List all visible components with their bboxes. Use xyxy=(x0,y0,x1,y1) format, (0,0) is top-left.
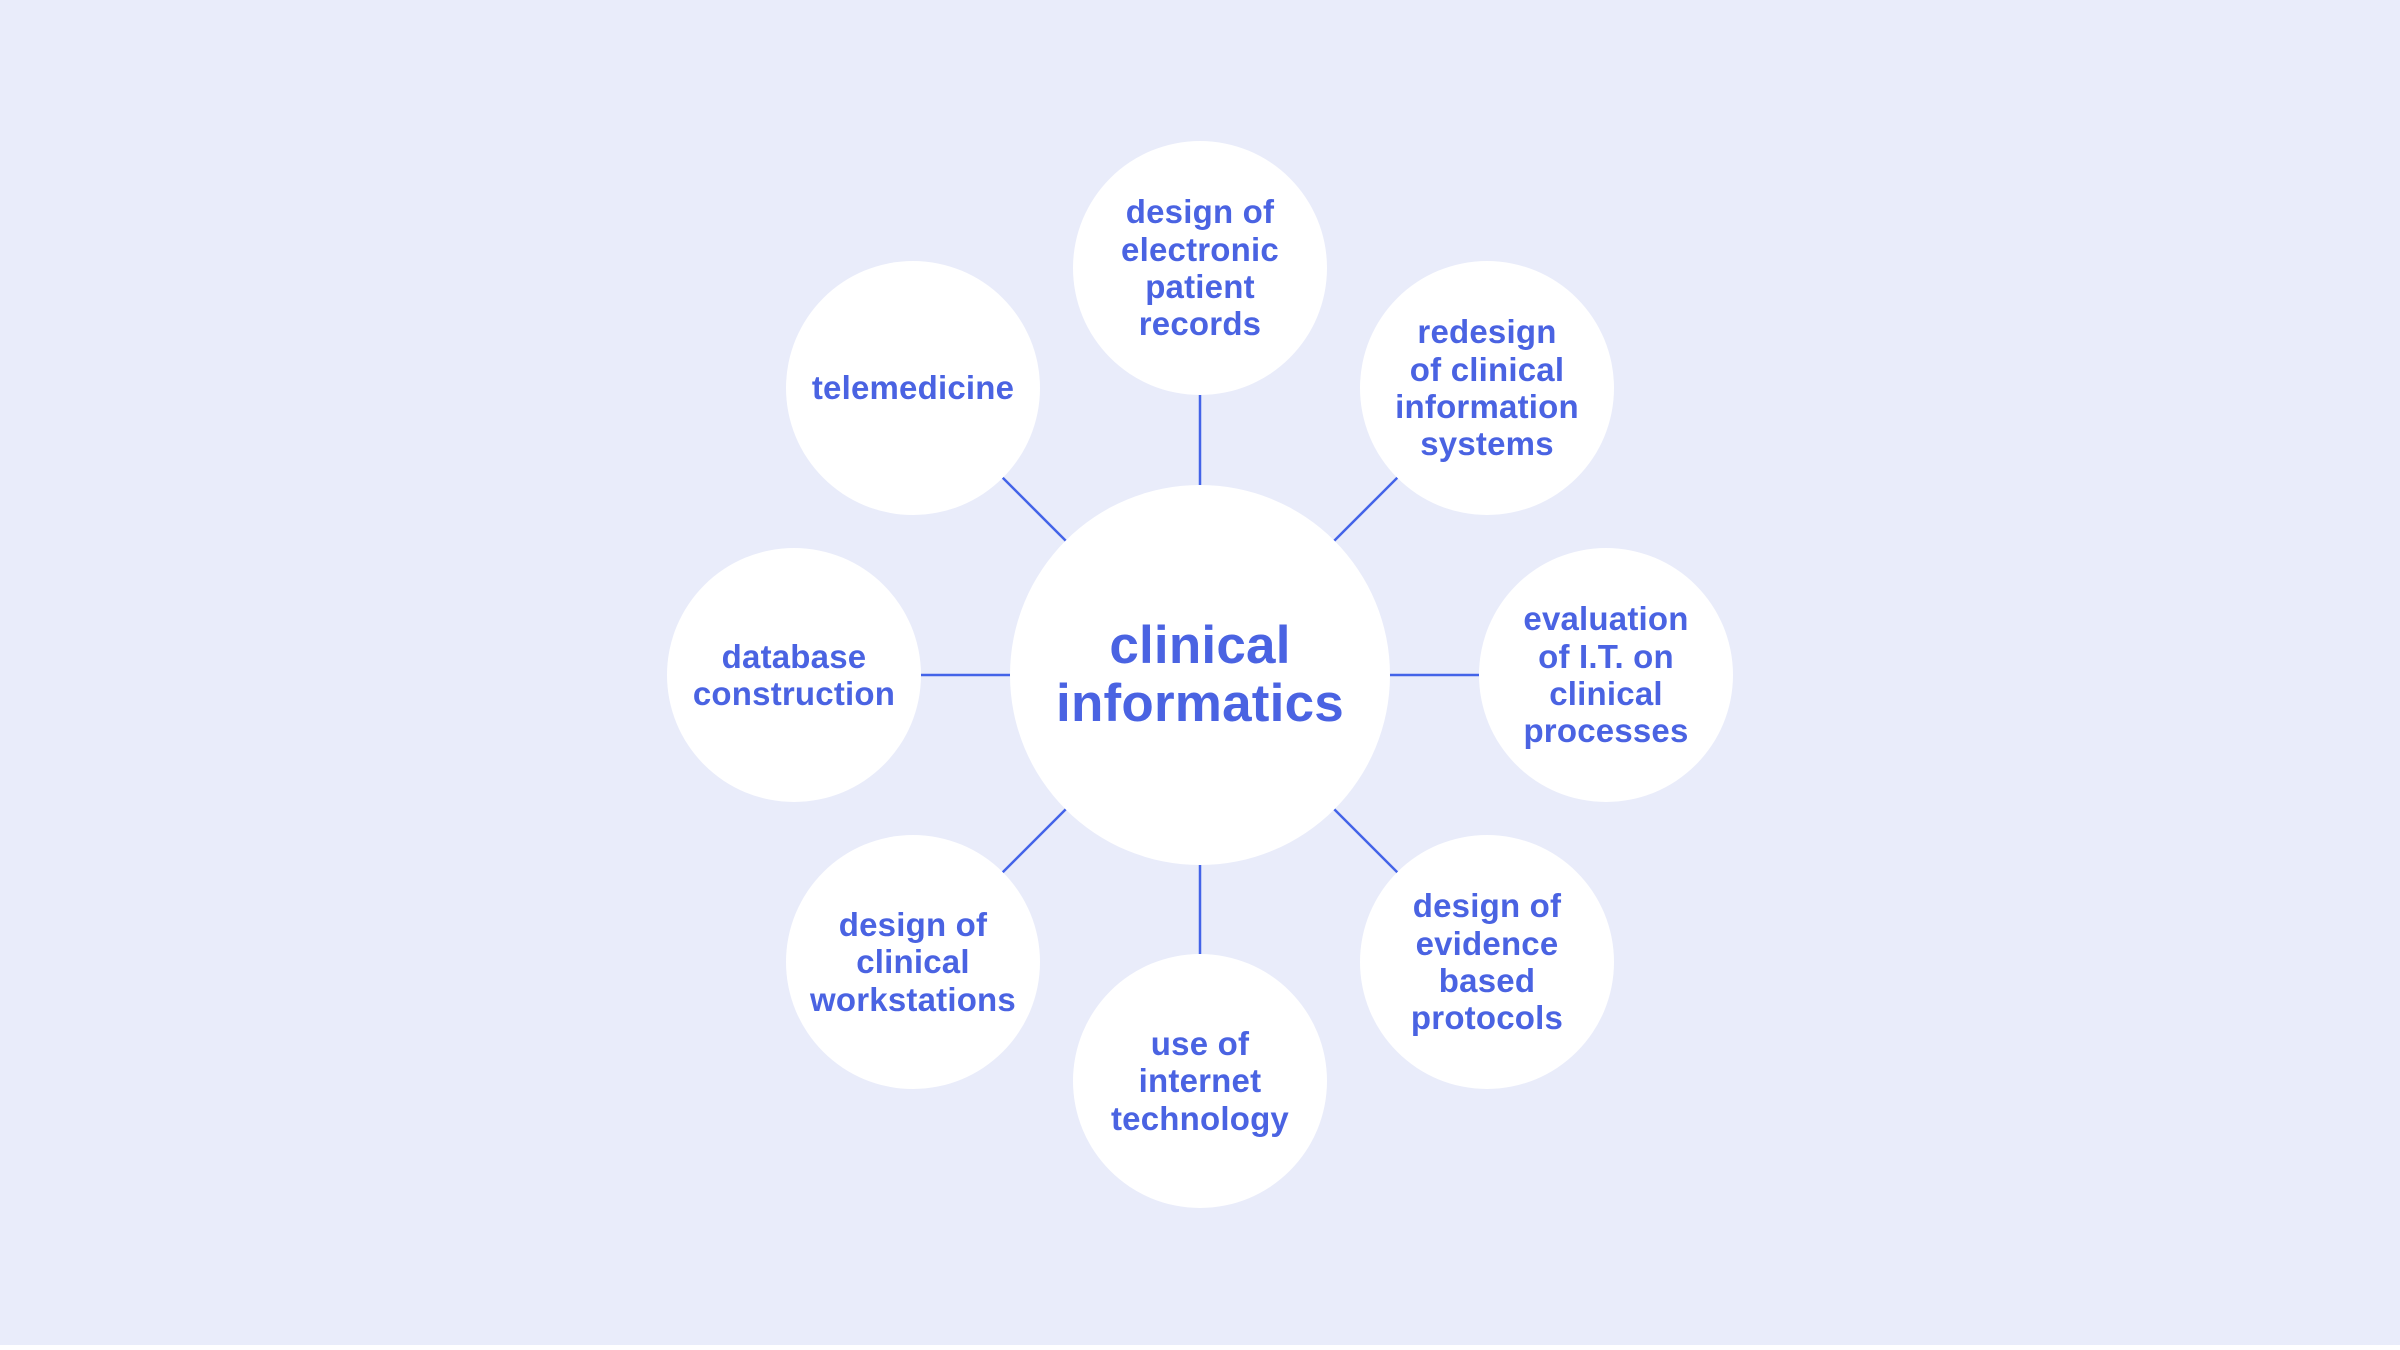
node-design-of-clinical-workstations: design of clinical workstations xyxy=(786,835,1040,1089)
node-clinical-informatics: clinical informatics xyxy=(1010,485,1390,865)
satellite-label: telemedicine xyxy=(811,369,1015,407)
satellite-label: database construction xyxy=(692,637,896,712)
satellite-label: design of electronic patient records xyxy=(1121,193,1279,343)
satellite-label: evaluation of I.T. on clinical processes xyxy=(1523,600,1689,750)
satellite-label: use of internet technology xyxy=(1110,1025,1289,1137)
center-node-label: clinical informatics xyxy=(1056,615,1344,733)
satellite-label: design of evidence based protocols xyxy=(1410,887,1564,1037)
node-telemedicine: telemedicine xyxy=(786,261,1040,515)
satellite-label: redesign of clinical information systems xyxy=(1395,313,1579,463)
node-design-of-evidence-based-protocols: design of evidence based protocols xyxy=(1360,835,1614,1089)
bottom-edge-strip xyxy=(0,1345,2400,1350)
node-redesign-of-clinical-information-systems: redesign of clinical information systems xyxy=(1360,261,1614,515)
node-use-of-internet-technology: use of internet technology xyxy=(1073,954,1327,1208)
node-evaluation-of-it-on-clinical-processes: evaluation of I.T. on clinical processes xyxy=(1479,548,1733,802)
satellite-label: design of clinical workstations xyxy=(810,906,1016,1018)
node-design-of-electronic-patient-records: design of electronic patient records xyxy=(1073,141,1327,395)
node-database-construction: database construction xyxy=(667,548,921,802)
